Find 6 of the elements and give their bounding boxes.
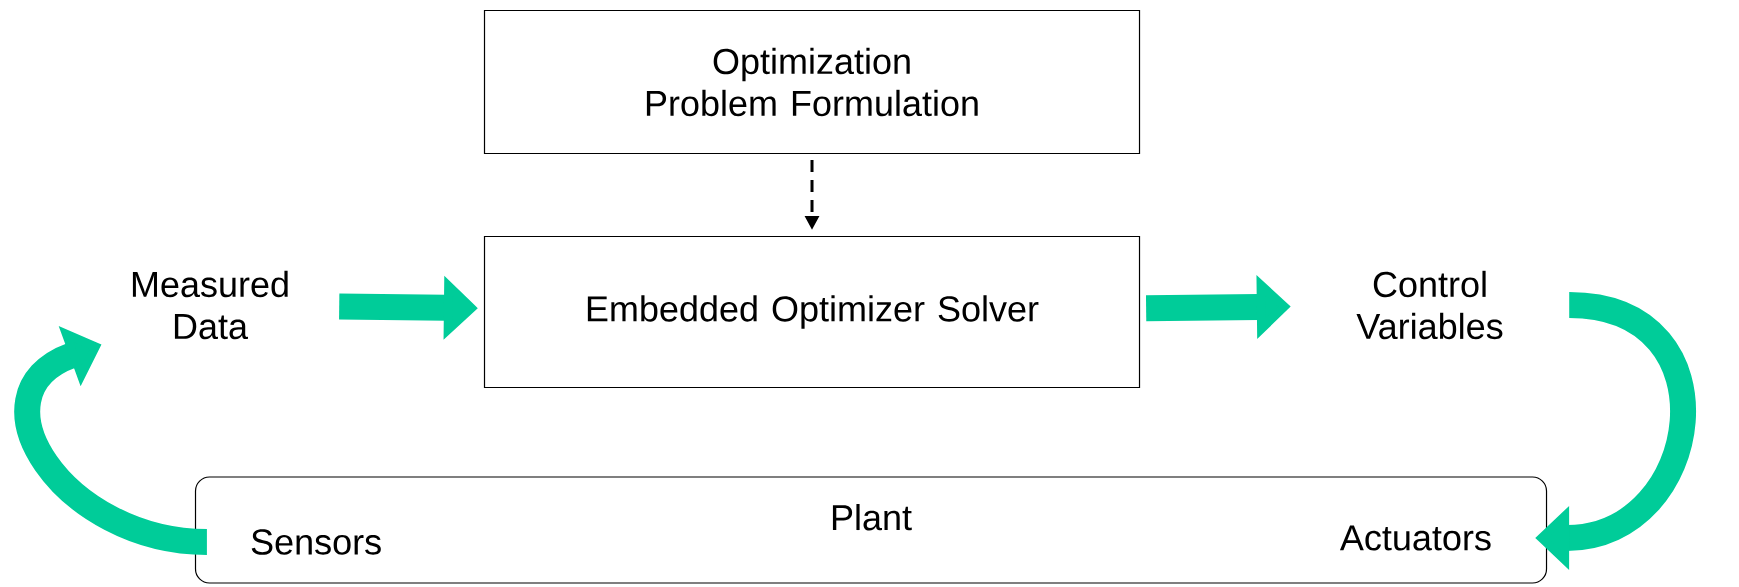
process-box: Optimization Problem Formulation (483, 9, 1141, 155)
signal-label: Control Variables (1356, 270, 1503, 340)
signal-label: Measured Data (132, 270, 288, 340)
process-box: Embedded Optimizer Solver (483, 235, 1141, 389)
component-label: Sensors (251, 529, 381, 555)
component-label: Actuators (1339, 525, 1491, 551)
